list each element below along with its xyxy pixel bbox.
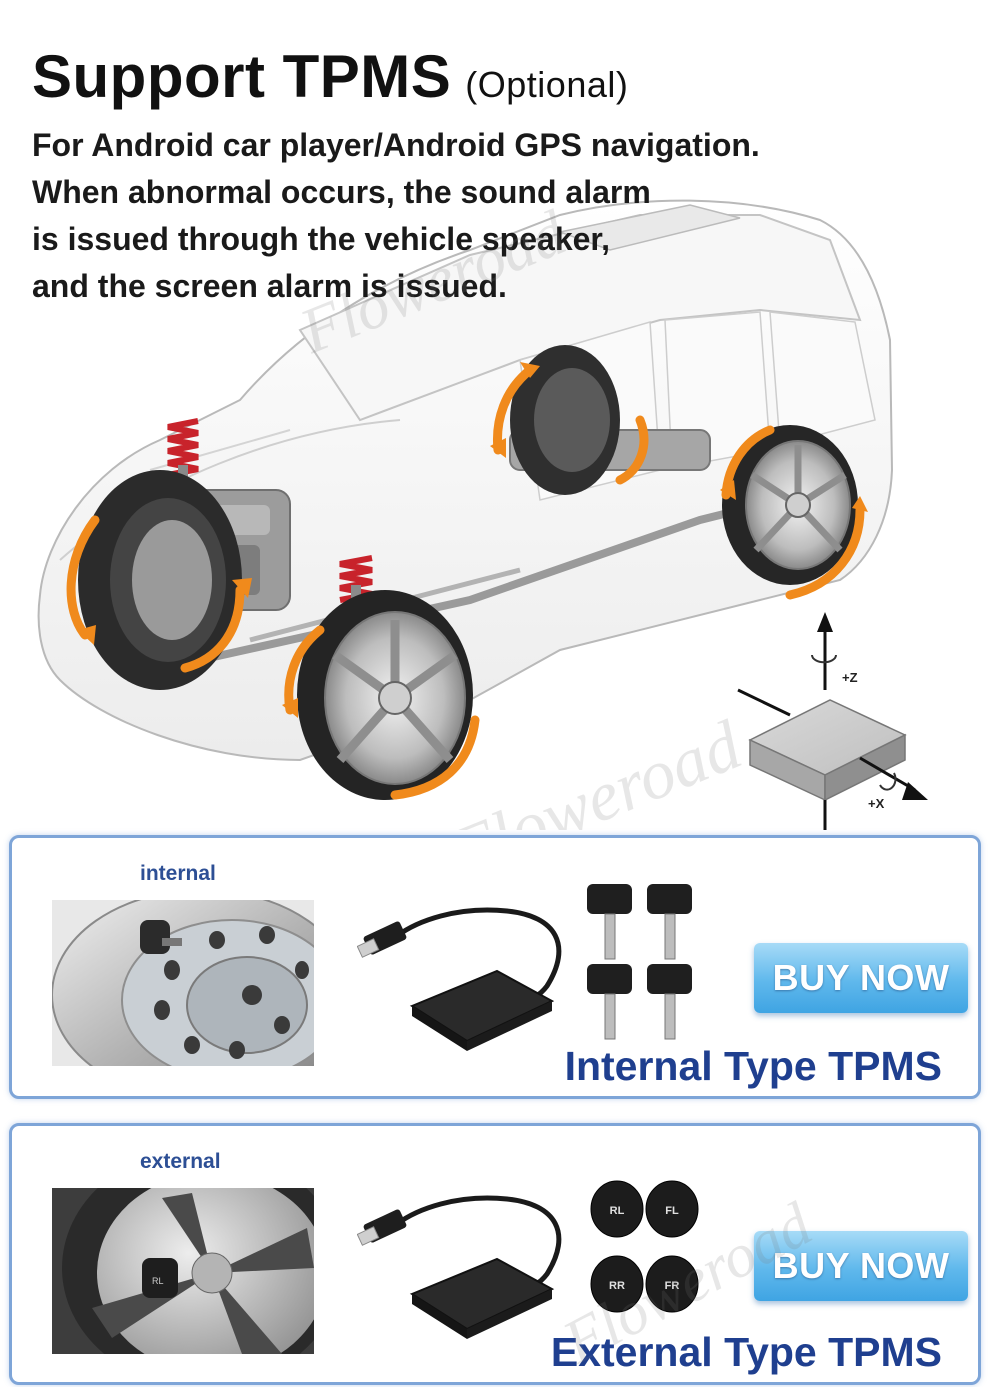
external-sensor-caps-image: RL FL RR FR	[577, 1164, 707, 1334]
description-line: and the screen alarm is issued.	[32, 268, 507, 304]
external-product-name: External Type TPMS	[550, 1329, 942, 1375]
tpms-receiver-image	[356, 1164, 587, 1344]
internal-wheel-photo	[52, 900, 314, 1066]
hero-section: Support TPMS (Optional) For Android car p…	[32, 42, 932, 830]
description-line: For Android car player/Android GPS navig…	[32, 127, 760, 163]
cap-label: FL	[665, 1205, 679, 1217]
tpms-receiver-image	[356, 876, 587, 1056]
cap-label: RR	[609, 1280, 625, 1292]
external-wheel-photo: RL	[52, 1188, 314, 1354]
svg-text:RL: RL	[152, 1276, 164, 1286]
title-suffix: (Optional)	[465, 64, 629, 105]
internal-label: internal	[140, 862, 216, 885]
description-line: When abnormal occurs, the sound alarm	[32, 174, 651, 210]
external-tpms-panel: external RL	[9, 1123, 981, 1385]
car-illustration	[37, 199, 928, 830]
cap-label: FR	[665, 1280, 680, 1292]
description-line: is issued through the vehicle speaker,	[32, 221, 610, 257]
page-title: Support TPMS (Optional)	[32, 42, 628, 111]
buy-now-external-button[interactable]: BUY NOW	[754, 1231, 968, 1301]
buy-now-internal-button[interactable]: BUY NOW	[754, 943, 968, 1013]
internal-product-name: Internal Type TPMS	[564, 1043, 942, 1089]
feature-description: For Android car player/Android GPS navig…	[32, 122, 932, 310]
internal-tpms-panel: internal	[9, 835, 981, 1099]
cap-label: RL	[610, 1205, 625, 1217]
title-main: Support TPMS	[32, 43, 452, 110]
external-label: external	[140, 1150, 221, 1173]
internal-sensors-image	[577, 876, 707, 1046]
